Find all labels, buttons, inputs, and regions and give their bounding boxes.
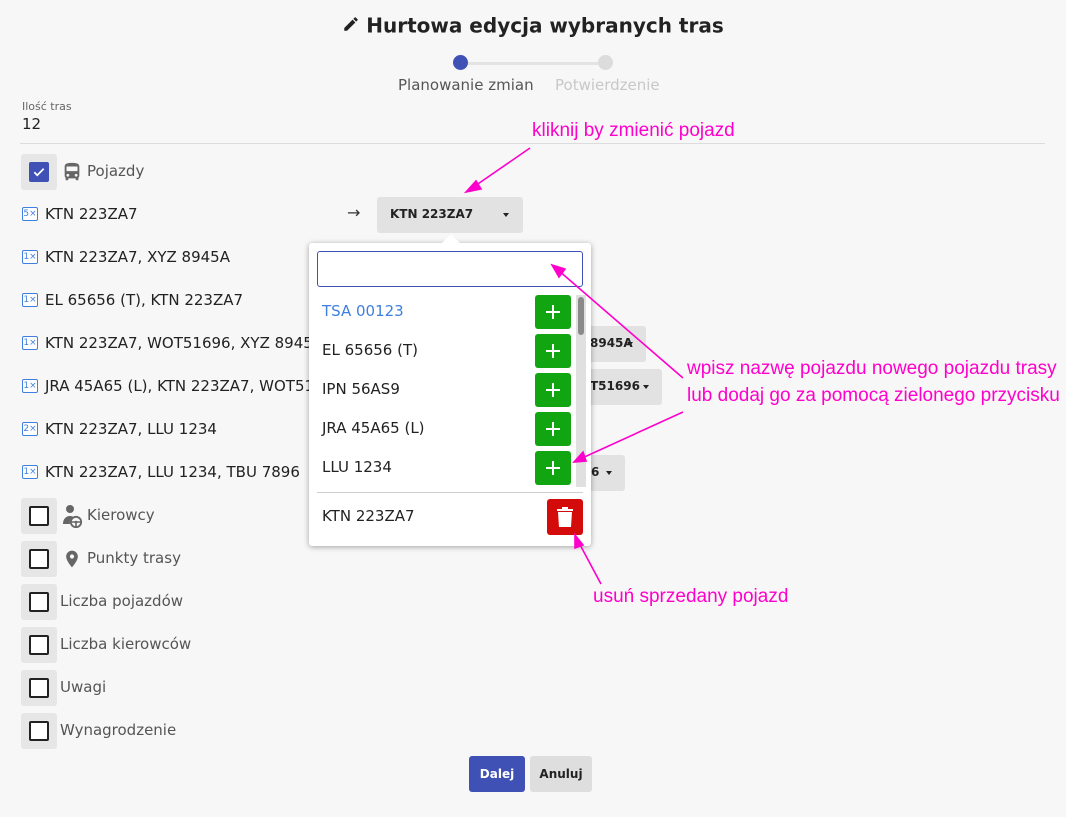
add-vehicle-button[interactable] [535,451,571,485]
drivers-checkbox[interactable] [21,498,57,534]
annotation-arrowhead [574,532,585,550]
check-icon [33,168,45,177]
vehicle-option[interactable]: JRA 45A65 (L) [322,419,425,437]
step-label-planning: Planowanie zmian [398,76,534,94]
row-vehicles: KTN 223ZA7, WOT51696, XYZ 8945A [45,334,324,352]
annotation-type-line2: lub dodaj go za pomocą zielonego przycis… [687,385,1060,406]
driver-icon [61,504,83,532]
annotation-arrow [577,540,602,585]
step-dot-planning [453,55,468,70]
row-count-badge: 1× [22,379,38,393]
row-count-badge: 5× [22,207,38,221]
add-vehicle-button[interactable] [535,334,571,368]
plus-icon [546,422,560,436]
caret-down-icon [643,385,649,389]
section-drivers-label: Kierowcy [87,506,155,524]
driver-count-checkbox[interactable] [21,627,57,663]
divider [20,143,1045,144]
vehicle-select-label: KTN 223ZA7 [390,207,474,221]
section-vehicle-count-label: Liczba pojazdów [60,592,184,610]
caret-down-icon [503,213,509,217]
vehicles-checkbox[interactable] [21,154,57,190]
divider [317,492,583,493]
row-vehicles: KTN 223ZA7 [45,205,138,223]
row-count-badge: 1× [22,336,38,350]
vehicle-option[interactable]: TSA 00123 [322,302,404,320]
vehicle-select-label: T51696 [590,379,640,393]
selected-vehicle: KTN 223ZA7 [322,507,415,525]
checkbox [29,549,49,569]
plus-icon [546,305,560,319]
annotation-arrow [471,147,531,189]
section-vehicles-label: Pojazdy [87,162,145,180]
row-vehicles: JRA 45A65 (L), KTN 223ZA7, WOT51696 [45,377,343,395]
annotation-arrow [557,269,684,379]
scrollbar-thumb[interactable] [578,297,584,335]
section-notes-label: Uwagi [60,678,107,696]
section-pay-label: Wynagrodzenie [60,721,177,739]
plus-icon [546,461,560,475]
notes-checkbox[interactable] [21,670,57,706]
caret-down-icon [606,471,612,475]
page-title-text: Hurtowa edycja wybranych tras [366,13,724,38]
checkbox [29,592,49,612]
arrow-right-icon: → [347,203,361,222]
pay-checkbox[interactable] [21,713,57,749]
vehicle-option[interactable]: LLU 1234 [322,458,392,476]
vehicle-count-checkbox[interactable] [21,584,57,620]
add-vehicle-button[interactable] [535,412,571,446]
row-vehicles: EL 65656 (T), KTN 223ZA7 [45,291,244,309]
add-vehicle-button[interactable] [535,373,571,407]
route-points-checkbox[interactable] [21,541,57,577]
row-count-badge: 1× [22,250,38,264]
annotation-arrow [579,411,684,460]
vehicle-option[interactable]: IPN 56AS9 [322,380,400,398]
checkbox [29,721,49,741]
checkbox [29,506,49,526]
plus-icon [546,344,560,358]
checkbox [29,635,49,655]
vehicle-search-input[interactable] [317,251,583,287]
plus-icon [546,383,560,397]
popup-pointer [442,234,460,243]
route-count-value: 12 [22,115,42,133]
vehicle-picker-popup: TSA 00123 EL 65656 (T) IPN 56AS9 JRA 45A… [309,243,591,546]
vehicle-select-button[interactable]: KTN 223ZA7 [377,197,523,233]
step-label-confirmation: Potwierdzenie [555,76,660,94]
row-vehicles: KTN 223ZA7, LLU 1234, TBU 7896 [45,463,300,481]
checkbox-checked [29,162,49,182]
bus-icon [61,161,83,187]
pencil-icon [342,14,360,38]
next-button[interactable]: Dalej [469,756,525,792]
scrollbar-track[interactable] [576,295,586,487]
caret-down-icon [627,342,633,346]
checkbox [29,678,49,698]
delete-vehicle-button[interactable] [547,499,583,535]
annotation-arrowhead [572,450,588,463]
route-count-label: Ilość tras [22,100,72,113]
vehicle-select-label: 6 [591,465,600,479]
map-pin-icon [62,548,82,574]
add-vehicle-button[interactable] [535,295,571,329]
stepper-line [460,62,606,65]
annotation-arrowhead [463,179,483,194]
row-vehicles: KTN 223ZA7, LLU 1234 [45,420,217,438]
page-title: Hurtowa edycja wybranych tras [0,12,1066,38]
vehicle-option[interactable]: EL 65656 (T) [322,341,418,359]
vehicle-select-label: 8945A [590,336,633,350]
cancel-button[interactable]: Anuluj [530,756,592,792]
annotation-remove: usuń sprzedany pojazd [593,586,789,607]
row-count-badge: 1× [22,465,38,479]
step-dot-confirmation [598,55,613,70]
annotation-click: kliknij by zmienić pojazd [532,120,735,141]
annotation-arrowhead [550,263,567,279]
trash-icon [557,507,573,527]
annotation-type-line1: wpisz nazwę pojazdu nowego pojazdu trasy [687,358,1057,379]
section-route-points-label: Punkty trasy [87,549,181,567]
row-vehicles: KTN 223ZA7, XYZ 8945A [45,248,230,266]
section-driver-count-label: Liczba kierowców [60,635,192,653]
row-count-badge: 2× [22,422,38,436]
row-count-badge: 1× [22,293,38,307]
